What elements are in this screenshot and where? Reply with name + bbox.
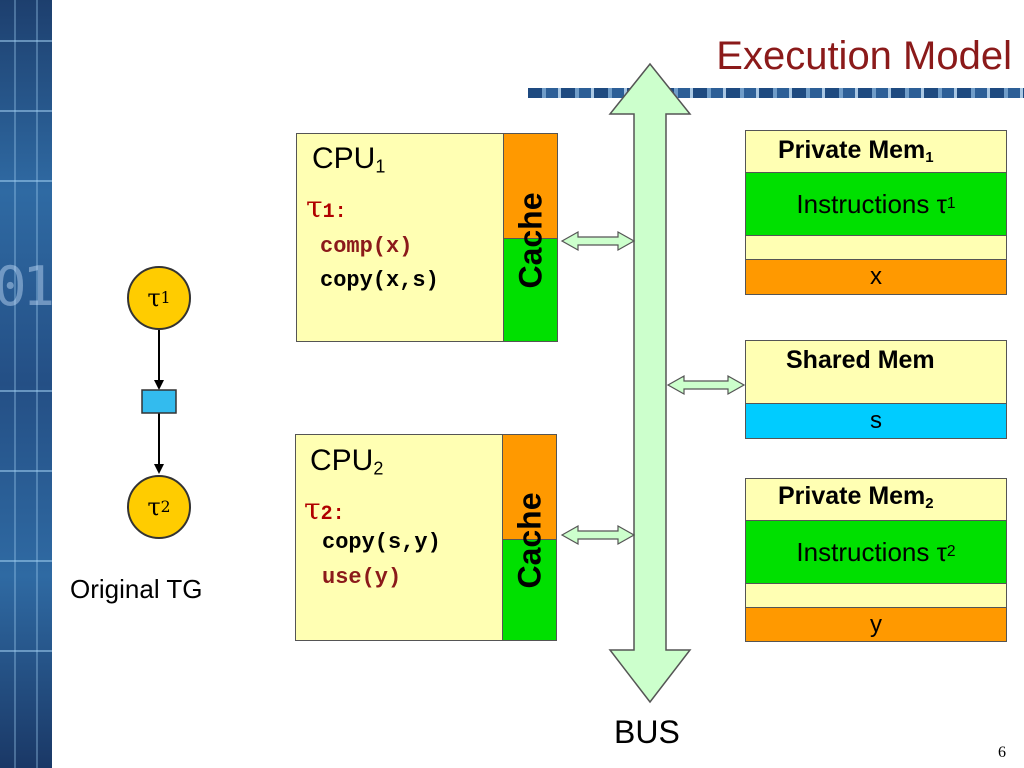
cpu2-task-label: τ2: [304, 492, 345, 527]
private-mem-1-var: x [745, 259, 1007, 295]
cpu2-bus-arrow [560, 524, 636, 546]
cpu1-cache-top [503, 133, 558, 239]
bus-arrow [608, 62, 692, 704]
cpu2-cache-label: Cache [511, 492, 548, 589]
cpu1-task-label: τ1: [306, 190, 347, 225]
private-mem-2-var: y [745, 607, 1007, 642]
channel-square [141, 389, 177, 414]
cpu1-bus-arrow [560, 230, 636, 252]
cpu2-cache-bottom [502, 539, 557, 641]
left-decorative-strip: 011 [0, 0, 52, 768]
cpu2-label: CPU2 [310, 444, 384, 479]
cpu1-cache-label: Cache [512, 192, 549, 289]
title-underline-bar [528, 88, 1024, 98]
private-mem-1-title: Private Mem1 [778, 136, 934, 166]
shared-mem-var: s [745, 403, 1007, 439]
task-graph-label: Original TG [70, 574, 203, 604]
cpu1-code-line-1: comp(x) [320, 234, 413, 259]
page-number: 6 [998, 744, 1006, 761]
shared-mem-title: Shared Mem [786, 346, 935, 374]
private-mem-2-title: Private Mem2 [778, 482, 934, 512]
cpu1-label: CPU1 [312, 142, 386, 177]
slide-title: Execution Model [716, 34, 1012, 78]
cpu1-cache-bottom [503, 238, 558, 342]
cpu2-code-line-2: use(y) [322, 565, 402, 590]
bus-label: BUS [614, 714, 680, 750]
cpu1-code-line-2: copy(x,s) [320, 268, 439, 293]
cpu2-code-line-1: copy(s,y) [322, 530, 441, 555]
shared-mem-bus-arrow [666, 374, 746, 396]
